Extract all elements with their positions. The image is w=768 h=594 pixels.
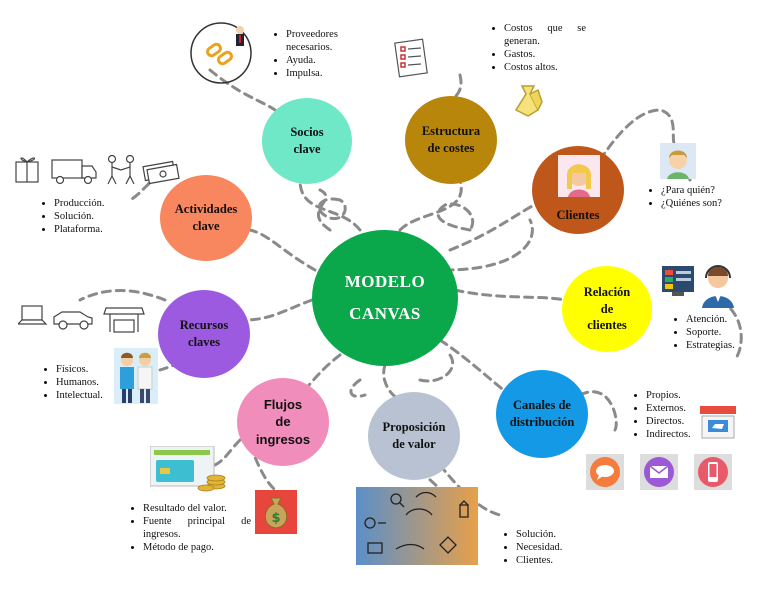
relacion-line1: Relación [583, 284, 631, 299]
recursos-line2: claves [188, 335, 220, 349]
team-people-icon [114, 348, 158, 404]
laptop-icon [18, 305, 48, 325]
shop-icon [700, 406, 736, 439]
node-socios-clave: Socios clave [262, 98, 352, 184]
canales-bullet-1: Propios. [646, 389, 726, 402]
socios-line1: Socios [290, 125, 324, 140]
clientes-bullets: ¿Para quién? ¿Quiénes son? [645, 184, 756, 210]
cash-icon [142, 160, 180, 185]
flujos-line2: de [275, 414, 291, 430]
recursos-bullets: Físicos. Humanos. Intelectual. [40, 363, 136, 402]
handshake-chain-icon [190, 22, 252, 84]
support-agent-icon [662, 265, 734, 308]
node-actividades-clave: Actividades clave [160, 175, 252, 261]
flujos-bullets: Resultado del valor. Fuente principal de… [127, 502, 251, 554]
relacion-bullet-2: Soporte. [686, 326, 768, 339]
canales-bullet-4: Indirectos. [646, 428, 726, 441]
canales-bullets: Propios. Externos. Directos. Indirectos. [630, 389, 726, 441]
proposicion-line1: Proposición [382, 420, 446, 435]
relacion-bullets: Atención. Soporte. Estrategias. [670, 313, 768, 352]
estructura-line2: de costes [427, 141, 475, 155]
clientes-bullet-2: ¿Quiénes son? [661, 197, 756, 210]
actividades-bullets: Producción. Solución. Plataforma. [38, 197, 154, 236]
truck-icon [51, 159, 97, 185]
actividades-bullet-3: Plataforma. [54, 223, 154, 236]
flujos-bullet-2: Fuente principal de ingresos. [143, 515, 251, 541]
canales-line1: Canales de [512, 398, 571, 413]
node-estructura-costes: Estructura de costes [405, 96, 497, 184]
socios-bullet-3: Impulsa. [286, 67, 381, 80]
relacion-bullet-1: Atención. [686, 313, 768, 326]
estructura-bullet-1: Costos que se generan. [504, 22, 586, 48]
car-icon [53, 311, 93, 330]
proposicion-bullet-2: Necesidad. [516, 541, 596, 554]
center-line1: MODELO [344, 271, 426, 291]
proposicion-line2: de valor [392, 437, 436, 451]
proposicion-bullets: Solución. Necesidad. Clientes. [500, 528, 596, 567]
proposicion-bullet-1: Solución. [516, 528, 596, 541]
dollar-bag-icon: $ [255, 490, 297, 534]
mobile-icon [694, 454, 732, 490]
flujos-bullet-1: Resultado del valor. [143, 502, 251, 515]
actividades-bullet-2: Solución. [54, 210, 154, 223]
node-proposicion-valor: Proposición de valor [368, 392, 460, 480]
svg-text:$: $ [271, 511, 280, 526]
estructura-bullets: Costos que se generan. Gastos. Costos al… [488, 22, 586, 74]
actividades-line2: clave [192, 219, 220, 233]
clientes-bullet-1: ¿Para quién? [661, 184, 756, 197]
socios-bullet-1: Proveedores necesarios. [286, 28, 381, 54]
recursos-line1: Recursos [179, 318, 229, 333]
estructura-bullet-3: Costos altos. [504, 61, 586, 74]
center-line2: CANVAS [349, 304, 421, 323]
relacion-bullet-3: Estrategias. [686, 339, 768, 352]
socios-line2: clave [293, 142, 321, 156]
canales-bullet-3: Directos. [646, 415, 726, 428]
flujos-line1: Flujos [263, 396, 303, 412]
checklist-icon [394, 38, 428, 78]
gift-icon [15, 157, 39, 183]
value-flow-icon [356, 487, 478, 565]
mail-icon [640, 454, 678, 490]
chat-icon [586, 454, 624, 490]
activities-icon-row [15, 154, 180, 185]
node-flujos-ingresos: Flujos de ingresos [237, 378, 329, 466]
estructura-line1: Estructura [421, 124, 481, 139]
client-boy-icon [660, 143, 696, 179]
money-bag-icon [514, 85, 543, 117]
flujos-bullet-3: Método de pago. [143, 541, 251, 554]
relacion-line2: de [600, 301, 614, 316]
socios-bullet-2: Ayuda. [286, 54, 381, 67]
center-node-modelo-canvas: MODELO CANVAS [312, 230, 458, 366]
actividades-bullet-1: Producción. [54, 197, 154, 210]
actividades-line1: Actividades [174, 202, 238, 217]
proposicion-bullet-3: Clientes. [516, 554, 596, 567]
recursos-bullet-1: Físicos. [56, 363, 136, 376]
relacion-line3: clientes [587, 318, 627, 333]
credit-card-icon [150, 446, 226, 492]
recursos-bullet-3: Intelectual. [56, 389, 136, 402]
canales-bullet-2: Externos. [646, 402, 726, 415]
node-canales-distribucion: Canales de distribución [496, 370, 588, 458]
estructura-bullet-2: Gastos. [504, 48, 586, 61]
node-relacion-clientes: Relación de clientes [562, 266, 652, 352]
handshake-people-icon [107, 154, 135, 185]
store-icon [103, 307, 145, 333]
canales-line2: distribución [509, 415, 575, 429]
node-recursos-claves: Recursos claves [158, 290, 250, 378]
flujos-line3: ingresos [255, 431, 311, 447]
client-avatar-icon [558, 155, 600, 197]
recursos-bullet-2: Humanos. [56, 376, 136, 389]
clientes-line1: Clientes [556, 207, 600, 222]
resources-icon-row [18, 305, 145, 333]
socios-bullets: Proveedores necesarios. Ayuda. Impulsa. [270, 28, 381, 80]
